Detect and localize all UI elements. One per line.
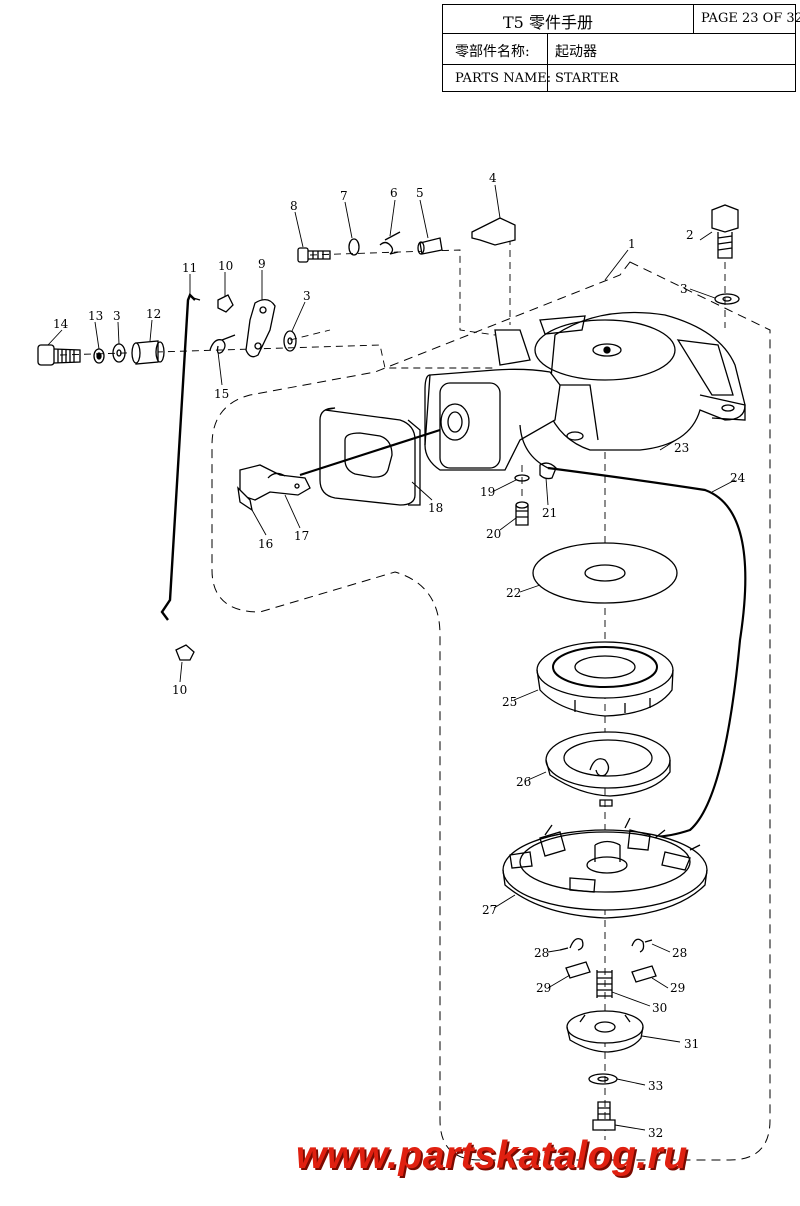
callout-15: 15	[214, 387, 229, 401]
callout-16: 16	[258, 537, 273, 551]
washer-33	[588, 1073, 618, 1085]
rope-24	[547, 466, 747, 838]
callout-11: 11	[182, 261, 197, 275]
bolt-32	[592, 1101, 616, 1131]
en-name-value: STARTER	[555, 71, 619, 86]
callout-22: 22	[506, 586, 521, 600]
cn-name-value: 起动器	[555, 44, 597, 60]
manual-title: T5 零件手册	[503, 13, 593, 32]
callout-7: 7	[340, 189, 348, 203]
callout-19: 19	[480, 485, 495, 499]
callout-10-upper: 10	[218, 259, 233, 273]
callout-32: 32	[648, 1126, 663, 1140]
title-block: T5 零件手册 PAGE 23 OF 32 零部件名称: 起动器 PARTS N…	[442, 4, 800, 92]
callout-29-right: 29	[670, 981, 685, 995]
callout-1: 1	[628, 237, 636, 251]
title-divider	[547, 33, 548, 92]
spring-30	[596, 970, 613, 998]
callout-2: 2	[686, 228, 694, 242]
callout-24: 24	[730, 471, 746, 485]
title-divider	[693, 5, 694, 33]
callout-26: 26	[516, 775, 531, 789]
callout-23: 23	[674, 441, 689, 455]
callout-28-left: 28	[534, 946, 549, 960]
title-divider	[443, 33, 795, 34]
plate-22	[532, 542, 678, 604]
callout-12: 12	[146, 307, 161, 321]
bracket-4	[471, 217, 516, 246]
spring-28-right	[631, 938, 653, 953]
cn-name-label: 零部件名称:	[455, 44, 530, 60]
rope-end	[519, 424, 549, 469]
callout-4: 4	[489, 171, 497, 185]
watermark-text: www.partskatalog.ru	[296, 1134, 688, 1177]
callout-3-mid: 3	[303, 289, 311, 303]
leader-lines	[59, 238, 726, 1140]
spring-6	[379, 231, 401, 255]
callout-3-left: 3	[113, 309, 121, 323]
clip-10-lower	[175, 644, 195, 661]
pulley-27	[502, 817, 708, 919]
assembly-boundary	[211, 261, 771, 1161]
callout-leaders	[47, 184, 736, 1131]
spring-28-left	[559, 937, 584, 951]
sleeve-12	[131, 340, 165, 365]
callout-30: 30	[652, 1001, 667, 1015]
bolt-2	[711, 204, 739, 259]
title-divider	[443, 64, 795, 65]
callout-20: 20	[486, 527, 501, 541]
callout-14: 14	[53, 317, 69, 331]
lever-9	[245, 299, 276, 358]
callout-18: 18	[428, 501, 443, 515]
callout-3-right: 3	[680, 282, 688, 296]
bolt-8	[297, 247, 331, 263]
drive-plate-31	[566, 1010, 644, 1053]
callout-10-lower: 10	[172, 683, 187, 697]
callout-25: 25	[502, 695, 517, 709]
callout-6: 6	[390, 186, 398, 200]
starter-housing	[534, 311, 746, 451]
washer-3-upper	[283, 330, 297, 352]
rope-guide	[319, 329, 561, 506]
callout-13: 13	[88, 309, 103, 323]
washer-7	[348, 238, 360, 256]
callout-33: 33	[648, 1079, 663, 1093]
callout-21: 21	[542, 506, 557, 520]
callout-28-right: 28	[672, 946, 687, 960]
page-number: PAGE 23 OF 32	[701, 11, 800, 26]
handle-knob	[237, 428, 441, 512]
rod	[160, 292, 196, 621]
pawl-29-right	[631, 965, 657, 983]
washer-19	[514, 474, 530, 482]
callout-17: 17	[294, 529, 309, 543]
washer-3-right	[714, 293, 740, 305]
callout-31: 31	[684, 1037, 699, 1051]
spring-case-25	[536, 641, 674, 717]
clip-10	[217, 294, 234, 313]
bolt-20	[515, 501, 529, 526]
callout-27: 27	[482, 903, 497, 917]
callout-29-left: 29	[536, 981, 551, 995]
callout-9: 9	[258, 257, 266, 271]
callout-5: 5	[416, 186, 424, 200]
pawl-29-left	[565, 961, 591, 979]
recoil-spring-26	[545, 731, 671, 807]
grommet-21	[539, 462, 557, 480]
callout-8: 8	[290, 199, 298, 213]
pin-5	[417, 237, 443, 255]
spring-15	[209, 334, 236, 354]
bolt-14	[37, 344, 81, 366]
en-name-label: PARTS NAME:	[455, 71, 552, 86]
